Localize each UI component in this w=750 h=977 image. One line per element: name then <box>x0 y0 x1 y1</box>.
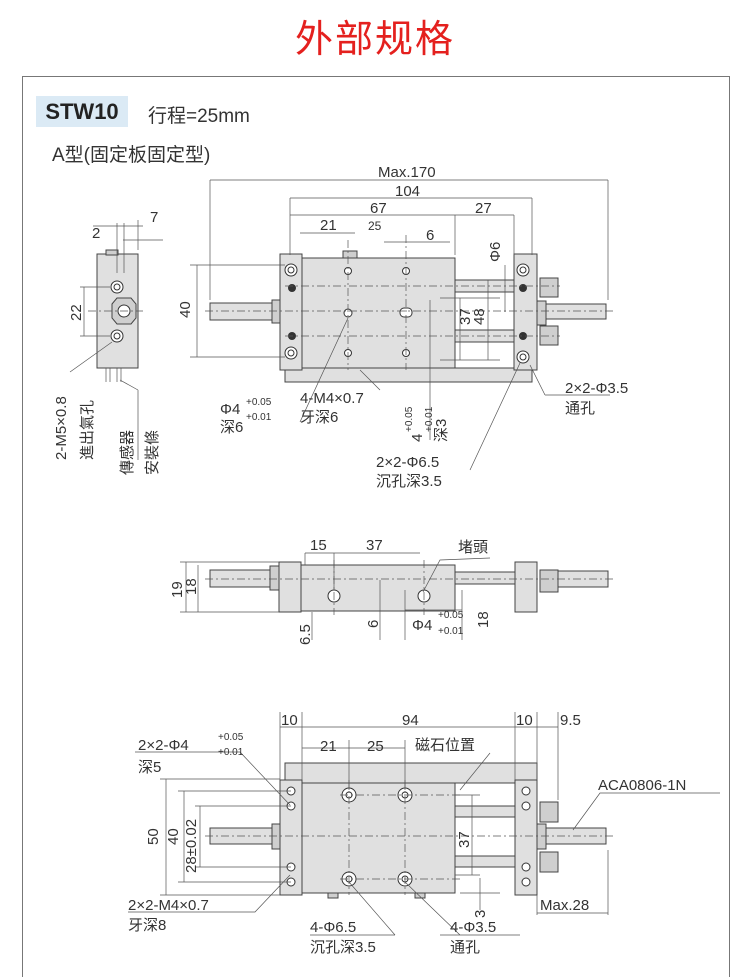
counterbore-label: 2×2-Φ6.5 <box>376 454 439 471</box>
m4-depth: 牙深6 <box>300 409 338 426</box>
pin-tol-upper: +0.05 <box>404 406 415 432</box>
dim-50: 50 <box>145 828 162 845</box>
dim-94: 94 <box>402 712 419 729</box>
sensor-note: 安裝條 <box>144 430 161 475</box>
magnet-position-label: 磁石位置 <box>415 737 475 754</box>
counterbore-depth: 沉孔深3.5 <box>376 473 442 490</box>
port-note: 進出氣孔 <box>79 400 96 460</box>
pin-depth: 深3 <box>433 419 450 442</box>
sensor-label: 傳感器 <box>119 430 136 475</box>
dim-6: 6 <box>365 620 382 628</box>
dim-25: 25 <box>367 738 384 755</box>
page-title: 外部规格 <box>294 17 455 61</box>
dim-10b: 10 <box>516 712 533 729</box>
dim-28: 28±0.02 <box>183 819 200 873</box>
plug-label: 堵頭 <box>458 539 488 556</box>
drawing-frame <box>22 76 730 977</box>
dim-9-5: 9.5 <box>560 712 581 729</box>
dim-21: 21 <box>320 217 337 234</box>
dim-22: 22 <box>68 304 85 321</box>
dim-21: 21 <box>320 738 337 755</box>
part-number: ACA0806-1N <box>598 777 686 794</box>
dim-max-28: Max.28 <box>540 897 589 914</box>
dim-3: 3 <box>472 910 489 918</box>
phi4-depth: 深5 <box>138 759 161 776</box>
dim-37: 37 <box>366 537 383 554</box>
dim-19: 19 <box>169 581 186 598</box>
top-view: Max.170 104 67 27 21 25 6 Φ6 40 37 48 Φ4… <box>177 164 628 490</box>
through-hole-note: 通孔 <box>450 939 480 956</box>
front-view: 15 37 堵頭 19 18 6.5 6 Φ4 +0.05 +0.01 18 <box>169 537 615 645</box>
phi4-label: Φ4 <box>220 401 240 418</box>
dim-37: 37 <box>456 831 473 848</box>
phi4-tol-upper: +0.05 <box>218 732 244 743</box>
pin-tol-lower: +0.01 <box>424 406 435 432</box>
through-hole-label: 2×2-Φ3.5 <box>565 380 628 397</box>
dim-6: 6 <box>426 227 434 244</box>
type-label: A型(固定板固定型) <box>52 145 211 166</box>
through-hole-note: 通孔 <box>565 400 595 417</box>
dim-37: 37 <box>457 308 474 325</box>
phi4-label: Φ4 <box>412 617 432 634</box>
phi4-tol-upper: +0.05 <box>246 397 272 408</box>
m4-label: 4-M4×0.7 <box>300 390 364 407</box>
dim-2: 2 <box>92 225 100 242</box>
model-badge: STW10 <box>36 96 128 127</box>
pin-label: 4 <box>409 434 426 442</box>
phi4-label: 2×2-Φ4 <box>138 737 189 754</box>
bottom-view: 10 94 10 9.5 21 25 磁石位置 2×2-Φ4 +0.05 +0.… <box>128 712 720 956</box>
dim-40: 40 <box>177 301 194 318</box>
dim-104: 104 <box>395 183 420 200</box>
dim-phi6: Φ6 <box>487 242 504 262</box>
phi4-tol-lower: +0.01 <box>246 412 272 423</box>
tol-upper: +0.05 <box>438 610 464 621</box>
phi4-depth: 深6 <box>220 419 243 436</box>
phi4-tol-lower: +0.01 <box>218 747 244 758</box>
dim-18b: 18 <box>475 611 492 628</box>
counterbore-label: 4-Φ6.5 <box>310 919 356 936</box>
m4-label: 2×2-M4×0.7 <box>128 897 209 914</box>
tol-lower: +0.01 <box>438 626 464 637</box>
dim-10a: 10 <box>281 712 298 729</box>
counterbore-depth: 沉孔深3.5 <box>310 939 376 956</box>
side-view: 2 7 22 2-M5×0.8 進出氣孔 傳感器 安裝條 <box>53 209 163 475</box>
dim-15: 15 <box>310 537 327 554</box>
dim-67: 67 <box>370 200 387 217</box>
dim-max-170: Max.170 <box>378 164 436 181</box>
dim-25: 25 <box>368 219 382 233</box>
dim-6-5: 6.5 <box>297 624 314 645</box>
through-hole-label: 4-Φ3.5 <box>450 919 496 936</box>
dim-18: 18 <box>183 578 200 595</box>
stroke-spec: 行程=25mm <box>148 106 250 127</box>
dim-40: 40 <box>165 828 182 845</box>
dim-7: 7 <box>150 209 158 226</box>
dim-27: 27 <box>475 200 492 217</box>
port-label: 2-M5×0.8 <box>53 396 70 460</box>
m4-depth: 牙深8 <box>128 917 166 934</box>
dim-48: 48 <box>471 308 488 325</box>
